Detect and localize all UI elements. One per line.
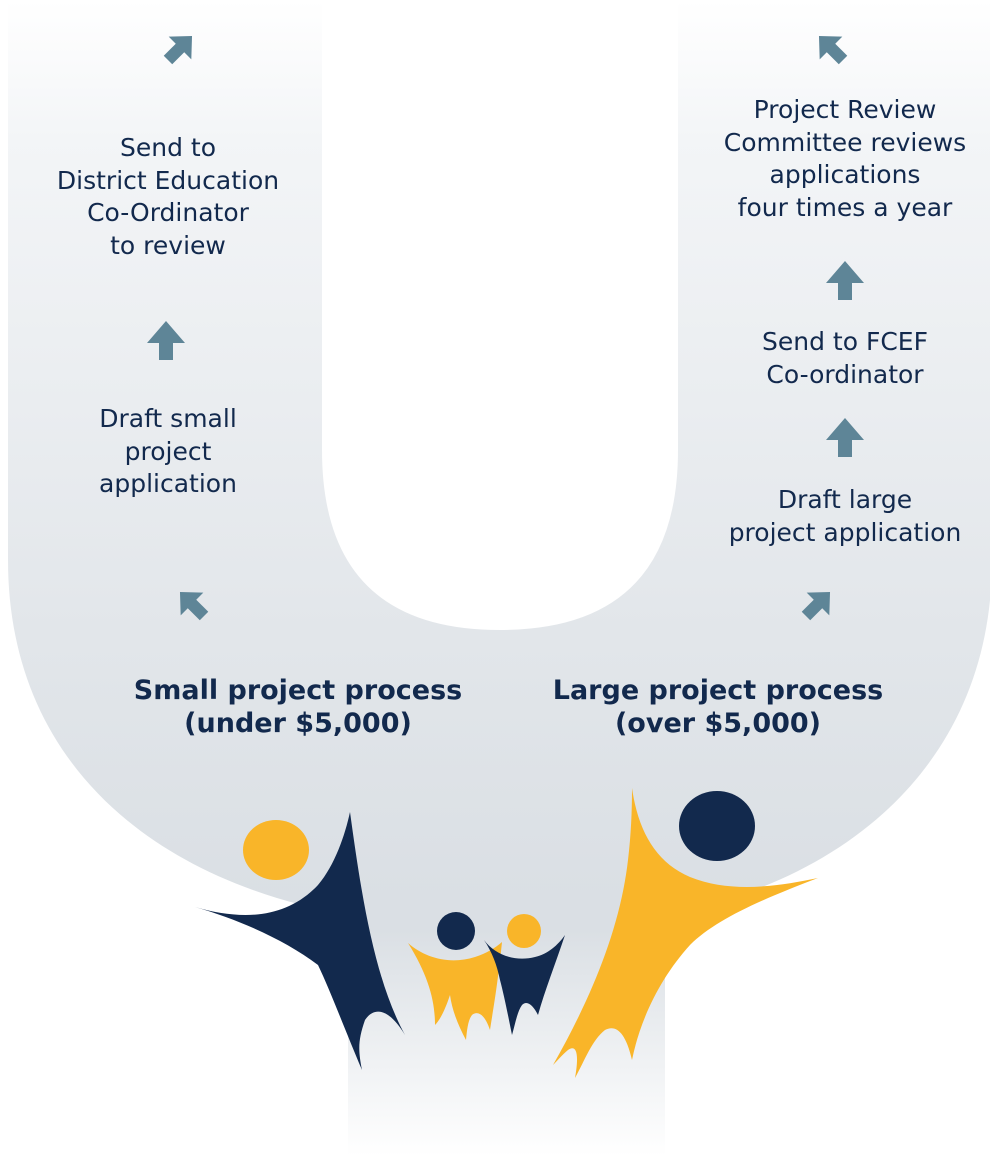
people-logo — [195, 788, 818, 1078]
arrow-up-right-icon — [801, 591, 831, 621]
right-step-draft: Draft large project application — [728, 485, 962, 547]
arrow-up-right-icon — [163, 35, 193, 65]
logo-figure-navy-small — [484, 935, 565, 1035]
logo-figure-gold-small — [408, 942, 502, 1040]
logo-head-navy-small — [437, 912, 475, 950]
right-process-heading: Large project process (over $5,000) — [552, 675, 884, 740]
left-step-draft: Draft small project application — [99, 404, 237, 498]
left-step-send: Send to District Education Co-Ordinator … — [56, 133, 280, 260]
arrow-up-left-icon — [818, 35, 848, 65]
arrow-up-icon — [147, 321, 185, 360]
logo-head-gold-small — [507, 914, 541, 948]
arrow-up-icon — [826, 261, 864, 300]
logo-figure-navy-left — [195, 812, 405, 1070]
logo-head-gold-left — [243, 820, 309, 880]
arrow-up-left-icon — [179, 591, 209, 621]
logo-head-navy-right — [679, 791, 755, 861]
logo-figure-gold-right — [553, 788, 818, 1078]
left-process-heading: Small project process (under $5,000) — [133, 675, 463, 740]
right-step-send: Send to FCEF Co-ordinator — [762, 327, 928, 389]
arrow-up-icon — [826, 418, 864, 457]
right-step-review: Project Review Committee reviews applica… — [723, 95, 967, 222]
